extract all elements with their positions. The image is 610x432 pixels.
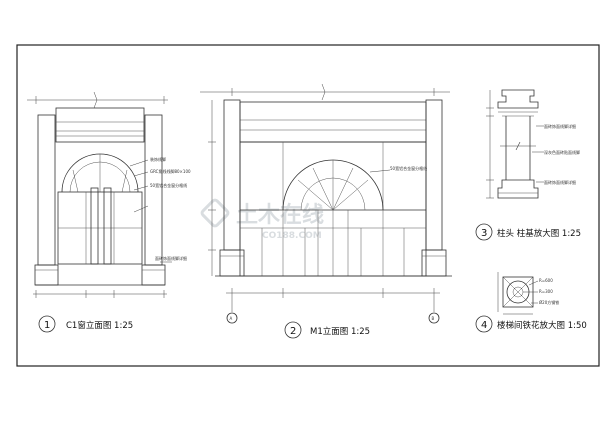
c1-note-3: 50宽铝合金窗分格线 — [150, 182, 187, 188]
c1-number-circle — [38, 315, 56, 333]
ironwork-caption: 楼梯间铁花放大图 1:50 — [497, 320, 587, 331]
drawing-ironwork-detail: R=600 R=300 Ø20方钢铁 4 楼梯间铁花放大图 1:50 — [475, 272, 587, 333]
drawing-m1-elevation: A B 50宽铝合金窗分格线 2 M1立面图 1:25 — [200, 83, 452, 339]
m1-axis-b: B — [432, 316, 435, 321]
watermark-logo-icon — [200, 198, 230, 228]
ironwork-number-circle — [475, 315, 493, 333]
watermark: 土木在线 CO188.COM — [200, 198, 324, 241]
m1-number: 2 — [290, 326, 296, 337]
m1-axis-a: A — [230, 316, 233, 321]
m1-number-circle — [284, 321, 302, 339]
drawing-c1-window: 装饰线脚 GRC角线线脚80×100 50宽铝合金窗分格线 面砖饰面线脚详细 1… — [27, 91, 191, 333]
ironwork-note-3: Ø20方钢铁 — [539, 299, 559, 305]
watermark-subtext: CO188.COM — [262, 231, 322, 241]
ironwork-number: 4 — [481, 320, 487, 331]
ironwork-note-1: R=600 — [539, 278, 553, 283]
m1-note-1: 50宽铝合金窗分格线 — [390, 165, 427, 171]
m1-axis-bubble-b — [428, 312, 440, 324]
c1-caption: C1窗立面图 1:25 — [66, 320, 133, 331]
m1-axis-bubble-a — [226, 312, 238, 324]
column-note-3: 面砖饰面线脚详细 — [544, 179, 576, 185]
column-caption: 柱头 柱基放大图 1:25 — [497, 228, 581, 239]
c1-note-1: 装饰线脚 — [150, 156, 166, 162]
m1-caption: M1立面图 1:25 — [310, 326, 370, 337]
column-note-2: 深灰色面砖贴面线脚 — [544, 149, 580, 155]
column-number: 3 — [481, 228, 487, 239]
column-note-1: 面砖饰面线脚详细 — [544, 123, 576, 129]
watermark-text: 土木在线 — [236, 202, 324, 228]
c1-note-2: GRC角线线脚80×100 — [150, 168, 191, 174]
drawing-column-detail: 面砖饰面线脚详细 深灰色面砖贴面线脚 面砖饰面线脚详细 3 柱头 柱基放大图 1… — [475, 89, 581, 241]
c1-number: 1 — [44, 320, 50, 331]
c1-bottom-note: 面砖饰面线脚详细 — [155, 255, 187, 261]
sheet-border — [16, 44, 600, 367]
ironwork-note-2: R=300 — [539, 289, 553, 294]
column-number-circle — [475, 223, 493, 241]
